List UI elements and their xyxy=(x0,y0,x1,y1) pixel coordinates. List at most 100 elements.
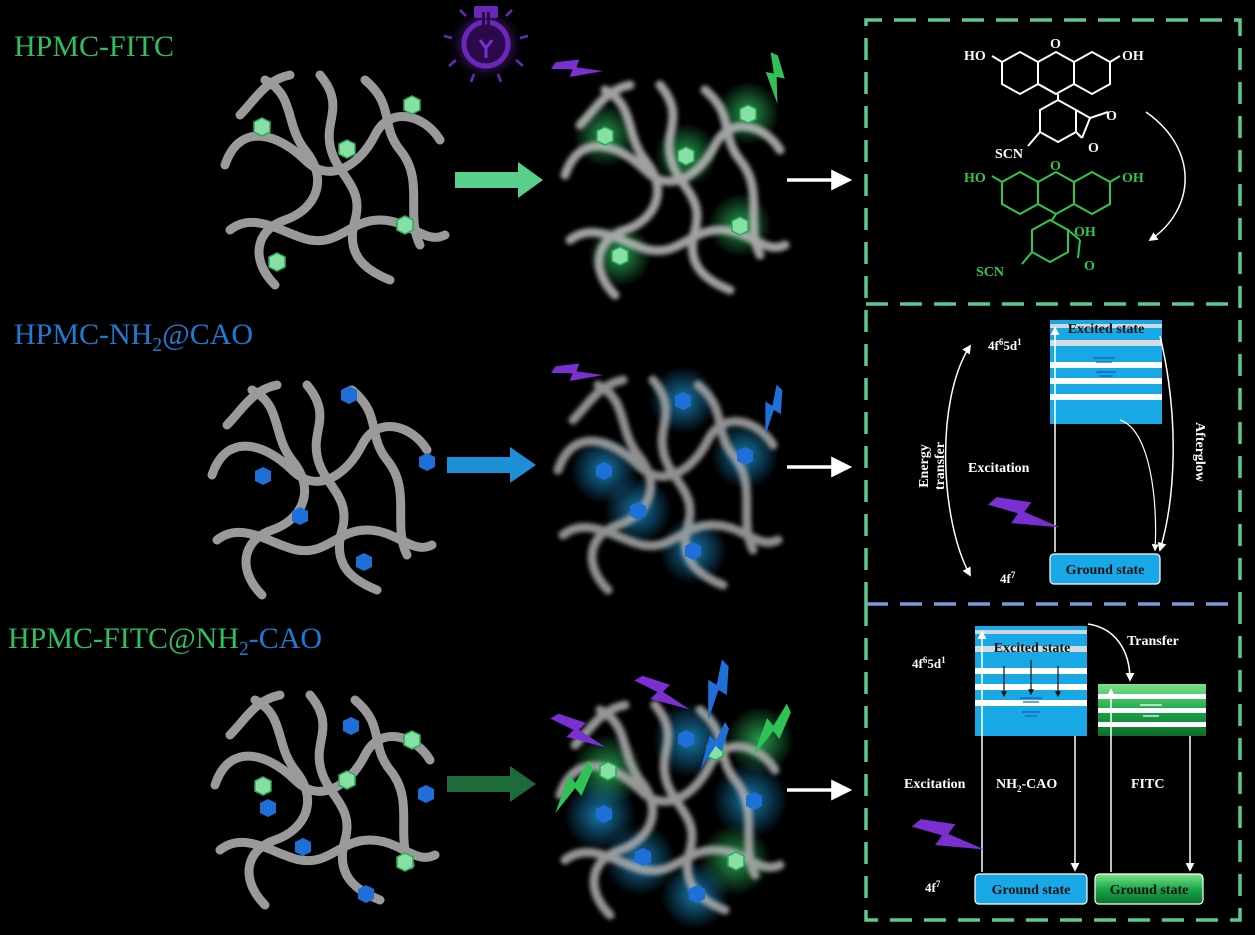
hexagon-icon xyxy=(746,792,762,810)
level-sup: 1 xyxy=(1017,337,1022,347)
row-label-sub: 2 xyxy=(152,335,163,356)
mixed-hexagons-initial xyxy=(254,717,434,903)
hexagon-icon xyxy=(596,805,612,823)
mol1-ring-o: O xyxy=(1050,37,1061,52)
ground-state-label: Ground state xyxy=(1066,563,1145,578)
dark-green-process-arrow xyxy=(447,766,536,802)
fitc-hexagons-glowing xyxy=(596,104,757,266)
conversion-arrow xyxy=(1145,111,1186,241)
hexagon-icon xyxy=(338,139,356,159)
down-arrows-traps xyxy=(1001,660,1061,698)
hexagon-icon xyxy=(260,799,276,817)
excited-state-label: Excited state xyxy=(1068,322,1145,337)
hexagon-icon xyxy=(403,730,421,750)
hexagon-icon xyxy=(737,447,753,465)
hexagon-icon xyxy=(689,885,705,903)
blue-process-arrow xyxy=(447,447,536,483)
lightning-bolt-icon xyxy=(550,45,604,95)
row-label-sub: 2 xyxy=(239,639,249,660)
polymer-network-cao-initial xyxy=(212,385,432,595)
excited-state-band-fitc xyxy=(1098,684,1206,736)
level-base: 4f xyxy=(988,338,1000,353)
lightning-bolt-icon xyxy=(911,800,985,876)
hexagon-icon xyxy=(731,216,749,236)
mol1-oh-right: OH xyxy=(1122,49,1144,64)
mol2-acid-oh: OH xyxy=(1074,225,1096,240)
hexagon-icon xyxy=(396,852,414,872)
hexagon-icon xyxy=(268,252,286,272)
row-label-text: HPMC-FITC xyxy=(14,30,175,63)
mol2-oh-right: OH xyxy=(1122,171,1144,186)
hexagon-icon xyxy=(677,146,695,166)
hexagon-icon xyxy=(295,838,311,856)
row-label-hpmc-nh2-cao: HPMC-NH2@CAO xyxy=(14,318,253,357)
lightning-bolt-icon xyxy=(987,478,1061,554)
hexagon-icon xyxy=(403,95,421,115)
cao-label-prefix: NH xyxy=(996,777,1017,792)
level-sup: 1 xyxy=(941,655,946,665)
row-label-hpmc-fitc: HPMC-FITC xyxy=(14,30,174,64)
afterglow-label: Afterglow xyxy=(1192,422,1207,483)
mol2-scn: SCN xyxy=(976,265,1004,280)
hexagon-icon xyxy=(596,126,614,146)
fitc-label: FITC xyxy=(1131,777,1164,792)
row-label-suffix: @CAO xyxy=(162,318,254,351)
hexagon-icon xyxy=(292,507,308,525)
level-sup: 7 xyxy=(936,879,941,889)
hexagon-icon xyxy=(596,462,612,480)
mol1-scn: SCN xyxy=(995,147,1023,162)
level-base: 4f xyxy=(1000,571,1012,586)
mol1-lactone-o: O xyxy=(1106,109,1117,124)
polymer-network-mixed-initial xyxy=(215,695,435,905)
hexagon-icon xyxy=(341,386,357,404)
cao-label: NH2-CAO xyxy=(996,777,1057,794)
energy-level-upper-2: 4f65d1 xyxy=(912,655,946,671)
row-label-suffix: -CAO xyxy=(248,622,323,655)
ground-state-box-green xyxy=(1094,873,1204,905)
panel-frame-green-bottom xyxy=(864,604,1242,922)
hexagon-icon xyxy=(358,885,374,903)
level-mid: 5d xyxy=(927,656,942,671)
hexagon-icon xyxy=(419,453,435,471)
transfer-arrow xyxy=(1087,623,1135,682)
hexagon-icon xyxy=(678,730,694,748)
hexagon-icon xyxy=(343,717,359,735)
level-sup: 7 xyxy=(1011,570,1016,580)
hexagon-icon xyxy=(685,542,701,560)
hexagon-icon xyxy=(739,104,757,124)
row-label-prefix: HPMC-FITC@NH xyxy=(8,622,239,655)
fitc-molecule-green xyxy=(991,170,1121,265)
row-label-prefix: HPMC-NH xyxy=(14,318,153,351)
level-mid: 5d xyxy=(1003,338,1018,353)
excitation-label-2: Excitation xyxy=(904,777,966,792)
mol2-carbonyl-o: O xyxy=(1084,259,1095,274)
energy-transfer-label-2: transfer xyxy=(933,442,948,490)
hexagon-icon xyxy=(611,246,629,266)
ground-state-box-cao xyxy=(1049,553,1161,585)
energy-transfer-label-1: Energy xyxy=(917,444,932,488)
transfer-label: Transfer xyxy=(1127,634,1179,649)
fitc-trap-lines xyxy=(1140,704,1162,717)
energy-level-upper: 4f65d1 xyxy=(988,337,1022,353)
ground-state-box-blue xyxy=(974,873,1088,905)
mol2-ring-o: O xyxy=(1050,159,1061,174)
hexagon-icon xyxy=(727,851,745,871)
hexagon-icon xyxy=(630,502,646,520)
hexagon-icon xyxy=(599,761,617,781)
cao-hexagons-glowing xyxy=(596,392,753,560)
energy-transfer-arrow xyxy=(944,344,971,577)
green-process-arrow xyxy=(455,162,543,198)
ground-state-label-green: Ground state xyxy=(1110,883,1189,898)
level-base: 4f xyxy=(925,880,937,895)
energy-level-lower: 4f7 xyxy=(1000,570,1016,586)
trap-lines xyxy=(1093,357,1116,377)
cao-label-sub: 2 xyxy=(1017,784,1022,794)
lightbulb-icon xyxy=(443,6,529,83)
cao-hexagons-initial xyxy=(255,386,435,571)
fitc-hexagons-initial xyxy=(253,95,421,272)
mol1-oh-left: HO xyxy=(964,49,986,64)
mol2-oh-left: HO xyxy=(964,171,986,186)
panel-frame-green-top xyxy=(864,18,1242,604)
hexagon-icon xyxy=(418,785,434,803)
